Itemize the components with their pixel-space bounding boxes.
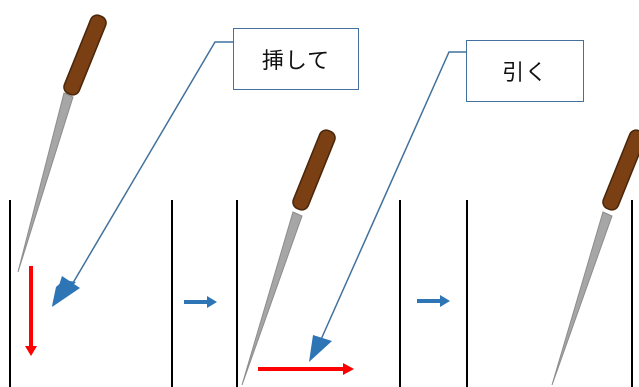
down-arrow-icon bbox=[25, 266, 37, 356]
callout-insert: 挿して bbox=[233, 28, 359, 90]
step-arrow-2 bbox=[417, 295, 450, 307]
step-arrow-1 bbox=[184, 296, 217, 308]
awl-handle bbox=[602, 129, 639, 211]
callout-pull-label: 引く bbox=[501, 61, 548, 86]
awl-icon bbox=[17, 14, 107, 273]
awl-handle bbox=[292, 129, 336, 211]
callout-leader-pull bbox=[309, 51, 466, 362]
callout-insert-label: 挿して bbox=[261, 49, 331, 74]
awl-blade bbox=[241, 211, 303, 386]
callout-leader-insert bbox=[52, 41, 233, 307]
awl-icon bbox=[551, 129, 639, 386]
awl-handle bbox=[63, 14, 107, 96]
awl-blade bbox=[17, 92, 74, 273]
right-arrow-icon bbox=[258, 363, 354, 375]
awl-icon bbox=[241, 129, 336, 386]
awl-blade bbox=[551, 211, 613, 386]
callout-pull: 引く bbox=[466, 40, 584, 102]
